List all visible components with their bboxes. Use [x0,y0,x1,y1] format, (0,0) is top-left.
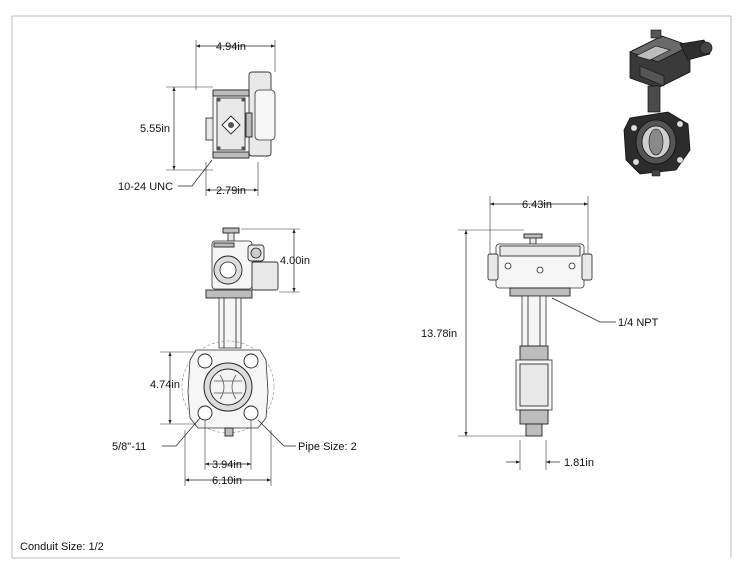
note-top-thread: 10-24 UNC [118,181,173,193]
top-dims [166,40,276,196]
dim-front-bolt-circle: 4.74in [150,379,180,391]
front-dims [160,228,300,486]
note-front-thread: 5/8"-11 [112,441,146,453]
dim-front-inner-width: 3.94in [212,459,242,471]
dim-side-width: 6.43in [522,199,552,211]
side-view [487,233,593,437]
side-dims [458,196,616,470]
dim-front-actuator-height: 4.00in [280,255,310,267]
dim-top-depth: 2.79in [216,185,246,197]
dim-top-width: 4.94in [216,41,246,53]
front-view [181,227,279,437]
note-pipe-size: Pipe Size: 2 [298,441,357,453]
note-side-port: 1/4 NPT [618,317,659,329]
dim-side-stem-width: 1.81in [564,457,594,469]
isometric-render [623,29,713,177]
note-conduit-size: Conduit Size: 1/2 [20,541,104,553]
top-view [205,71,276,159]
dim-front-outer-width: 6.10in [212,475,242,487]
dim-top-height: 5.55in [140,123,170,135]
sheet-border [11,15,732,559]
dim-side-total-height: 13.78in [421,328,457,340]
